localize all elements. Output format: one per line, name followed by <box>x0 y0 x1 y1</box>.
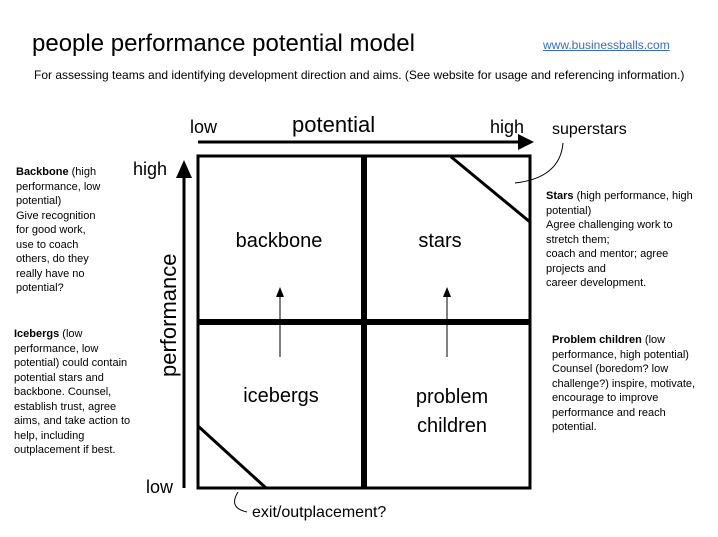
x-axis-low-label: low <box>190 117 218 137</box>
note-icebergs-name: Icebergs <box>14 328 60 340</box>
note-icebergs-text: (low performance, low potential) could c… <box>14 328 131 456</box>
quadrant-icebergs-label: icebergs <box>243 385 319 407</box>
note-stars-line: Agree challenging work to stretch them; <box>546 219 673 246</box>
quadrant-backbone-label: backbone <box>236 230 323 252</box>
y-axis-low-label: low <box>146 477 174 497</box>
backbone-development-arrow <box>276 287 284 357</box>
note-stars-paren: (high performance, high potential) <box>546 190 693 217</box>
note-icebergs: Icebergs (low performance, low potential… <box>14 327 142 458</box>
note-backbone-line: others, do they <box>16 253 89 265</box>
exit-callout: exit/outplacement? <box>252 504 386 521</box>
note-backbone-line: use to coach <box>16 238 79 251</box>
stars-development-arrow <box>443 287 451 357</box>
note-backbone-line: potential? <box>16 282 64 294</box>
exit-corner-line <box>196 424 268 490</box>
note-problem-text: (low performance, high potential) Counse… <box>552 334 696 433</box>
potential-axis-arrow <box>198 134 534 150</box>
quadrant-problem-label-line1: problem <box>416 386 488 408</box>
note-stars-line: career development. <box>546 277 647 289</box>
note-stars: Stars (high performance, high potential)… <box>546 189 706 291</box>
note-backbone-line: really have no <box>16 267 85 280</box>
y-axis-title: performance <box>156 253 181 377</box>
y-axis-high-label: high <box>133 159 167 179</box>
quadrant-stars-label: stars <box>418 230 461 252</box>
quadrant-problem-label-line2: children <box>417 415 487 437</box>
website-link[interactable]: www.businessballs.com <box>543 38 670 52</box>
note-backbone: Backbone (high performance, low potentia… <box>16 165 126 296</box>
note-problem-name: Problem children <box>552 334 642 346</box>
performance-axis-arrow <box>176 160 192 488</box>
note-problem-children: Problem children (low performance, high … <box>552 333 702 435</box>
x-axis-title: potential <box>292 112 375 137</box>
note-backbone-line: Give recognition <box>16 209 96 222</box>
superstars-callout-line <box>514 142 564 184</box>
superstars-corner-line <box>449 154 531 224</box>
note-backbone-line: for good work, <box>16 224 86 236</box>
x-axis-high-label: high <box>490 117 524 137</box>
exit-callout-line <box>234 491 248 513</box>
quadrant-grid <box>196 154 532 490</box>
note-stars-name: Stars <box>546 190 574 202</box>
superstars-callout: superstars <box>552 121 627 138</box>
note-backbone-name: Backbone <box>16 166 69 178</box>
note-stars-line: coach and mentor; agree projects and <box>546 248 669 275</box>
note-backbone-paren: (high performance, low potential) <box>16 166 101 207</box>
page-title: people performance potential model <box>32 30 415 57</box>
page-subtitle: For assessing teams and identifying deve… <box>34 68 685 82</box>
